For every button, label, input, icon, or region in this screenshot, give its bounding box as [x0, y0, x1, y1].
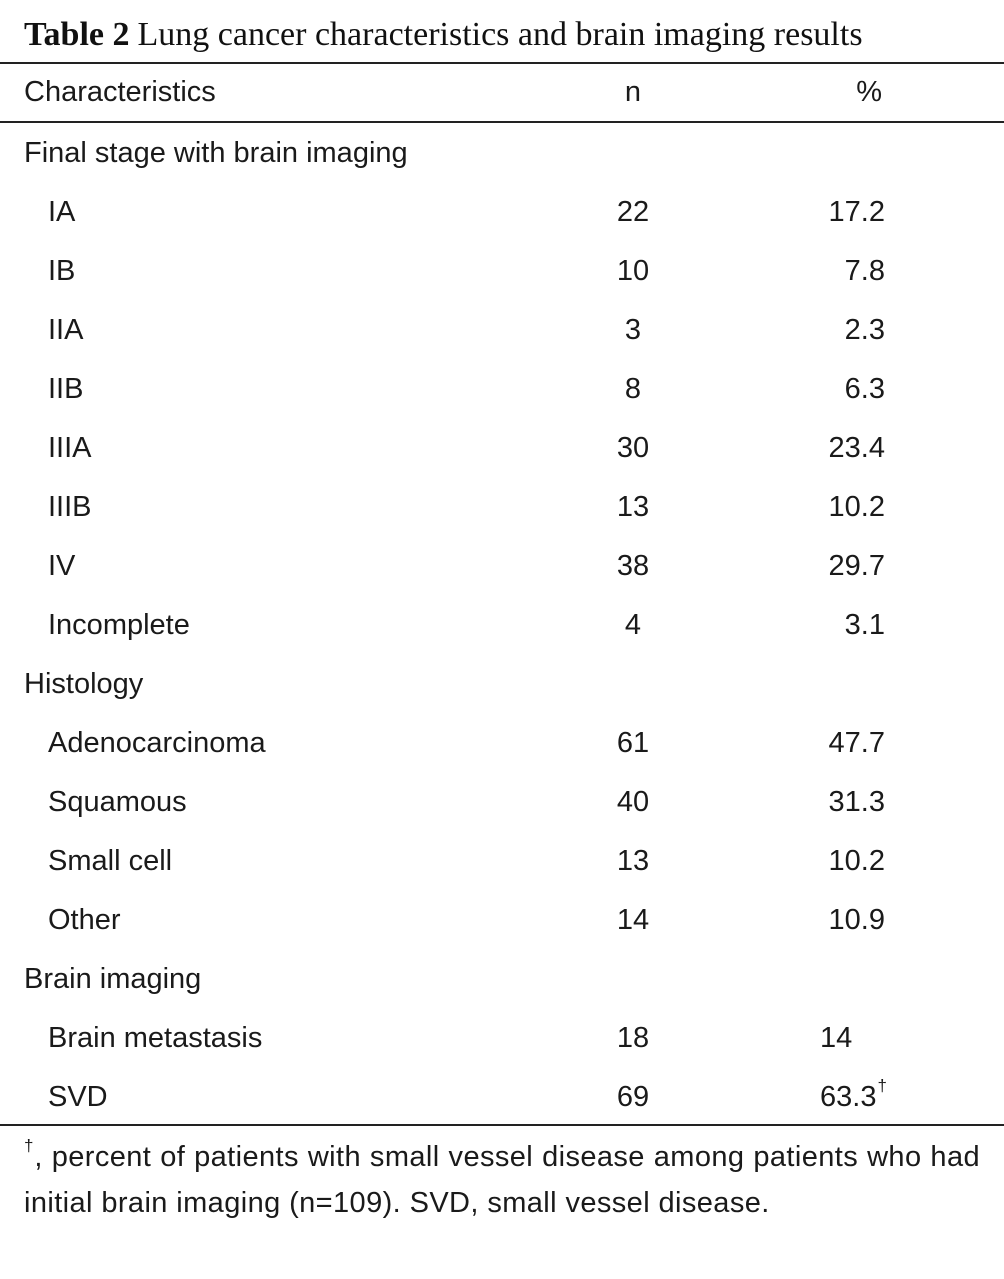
row-percent: 6.3: [844, 373, 885, 405]
row-percent: 29.7: [828, 550, 885, 582]
row-n: 40: [616, 786, 650, 818]
table-row: IIIA 30 23.4: [0, 419, 1004, 478]
row-percent: 10.9: [828, 904, 885, 936]
table-title: Lung cancer characteristics and brain im…: [137, 16, 863, 53]
row-n: 14: [616, 904, 650, 936]
table-row: Brain metastasis 18 14: [0, 1009, 1004, 1068]
bottom-rule: [0, 1124, 1004, 1126]
table-label: Table 2: [24, 16, 130, 53]
section-heading: Brain imaging: [0, 950, 1004, 1009]
row-label: Squamous: [48, 786, 187, 818]
header-characteristics: Characteristics: [24, 76, 216, 108]
row-label: SVD: [48, 1081, 108, 1113]
row-percent: 10.2: [828, 491, 885, 523]
row-percent: 63.3: [820, 1081, 877, 1113]
row-label: IIA: [48, 314, 84, 346]
row-label: IB: [48, 255, 76, 287]
row-n: 3: [624, 314, 642, 346]
row-n: 38: [616, 550, 650, 582]
row-n: 8: [624, 373, 642, 405]
row-n: 61: [616, 727, 650, 759]
row-label: Adenocarcinoma: [48, 727, 266, 759]
row-n: 30: [616, 432, 650, 464]
row-label: IIIB: [48, 491, 92, 523]
top-rule: [0, 62, 1004, 64]
dagger-footnote-mark: †: [877, 1076, 887, 1096]
row-percent: 2.3: [844, 314, 885, 346]
header-percent: %: [856, 76, 882, 108]
row-percent: 14: [820, 1022, 853, 1054]
row-n: 22: [616, 196, 650, 228]
row-n: 13: [616, 491, 650, 523]
row-percent: 17.2: [828, 196, 885, 228]
row-label: Other: [48, 904, 121, 936]
table-row: SVD 69 63.3†: [0, 1068, 1004, 1127]
row-n: 4: [624, 609, 642, 641]
row-label: Incomplete: [48, 609, 190, 641]
row-percent: 23.4: [828, 432, 885, 464]
row-percent-cell: 63.3†: [820, 1068, 940, 1127]
row-percent: 31.3: [828, 786, 885, 818]
row-label: Small cell: [48, 845, 173, 877]
header-rule: [0, 121, 1004, 123]
row-percent: 3.1: [844, 609, 885, 641]
row-label: IIB: [48, 373, 84, 405]
footnote-dagger-mark: †: [24, 1136, 35, 1156]
table-row: Adenocarcinoma 61 47.7: [0, 714, 1004, 773]
table-row: IA 22 17.2: [0, 183, 1004, 242]
header-n: n: [624, 76, 642, 108]
table-row: IIA 3 2.3: [0, 301, 1004, 360]
row-percent: 10.2: [828, 845, 885, 877]
row-label: IA: [48, 196, 76, 228]
section-heading: Histology: [0, 655, 1004, 714]
row-label: Brain metastasis: [48, 1022, 263, 1054]
table-row: Squamous 40 31.3: [0, 773, 1004, 832]
row-label: IV: [48, 550, 76, 582]
row-percent: 47.7: [828, 727, 885, 759]
section-title: Final stage with brain imaging: [24, 137, 408, 169]
section-title: Histology: [24, 668, 144, 700]
row-label: IIIA: [48, 432, 92, 464]
table-body: Final stage with brain imaging IA 22 17.…: [0, 124, 1004, 1127]
row-percent: 7.8: [844, 255, 885, 287]
table-row: Small cell 13 10.2: [0, 832, 1004, 891]
table-row: IV 38 29.7: [0, 537, 1004, 596]
row-n: 10: [616, 255, 650, 287]
table-row: IB 10 7.8: [0, 242, 1004, 301]
row-n: 69: [616, 1081, 650, 1113]
section-title: Brain imaging: [24, 963, 202, 995]
table-row: IIIB 13 10.2: [0, 478, 1004, 537]
table-header-row: Characteristics n %: [0, 64, 1004, 121]
footnote-text: , percent of patients with small vessel …: [24, 1141, 980, 1219]
section-heading: Final stage with brain imaging: [0, 124, 1004, 183]
table-footnote: †, percent of patients with small vessel…: [24, 1134, 980, 1226]
row-n: 18: [616, 1022, 650, 1054]
row-n: 13: [616, 845, 650, 877]
table-row: IIB 8 6.3: [0, 360, 1004, 419]
table-row: Incomplete 4 3.1: [0, 596, 1004, 655]
table-row: Other 14 10.9: [0, 891, 1004, 950]
